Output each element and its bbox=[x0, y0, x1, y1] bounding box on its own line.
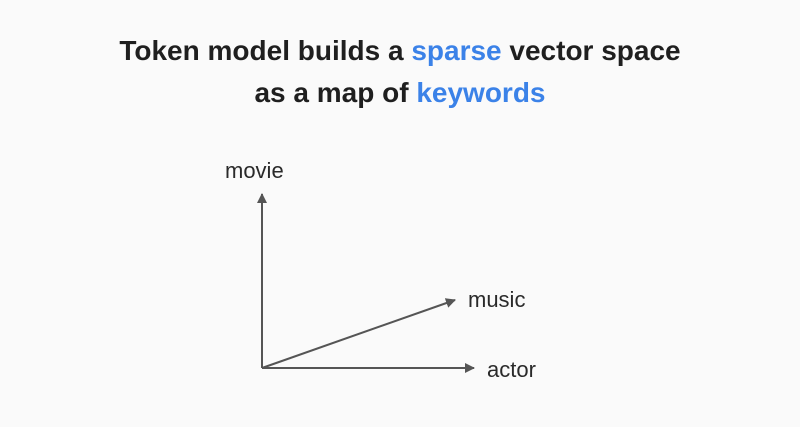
music-axis-label: music bbox=[468, 287, 526, 312]
title-line-1-rest: vector space bbox=[501, 35, 681, 66]
title-line-2-text: as a map of bbox=[254, 77, 417, 108]
actor-axis-label: actor bbox=[487, 357, 536, 382]
diagram-title: Token model builds a sparse vector space… bbox=[0, 30, 800, 114]
movie-axis-label: movie bbox=[225, 158, 284, 183]
music-axis bbox=[261, 298, 456, 369]
title-line-2: as a map of keywords bbox=[254, 77, 545, 108]
title-line-1-text: Token model builds a bbox=[119, 35, 412, 66]
title-highlight-keywords: keywords bbox=[416, 77, 546, 108]
title-highlight-sparse: sparse bbox=[411, 35, 502, 66]
title-line-1: Token model builds a sparse vector space bbox=[119, 35, 680, 66]
